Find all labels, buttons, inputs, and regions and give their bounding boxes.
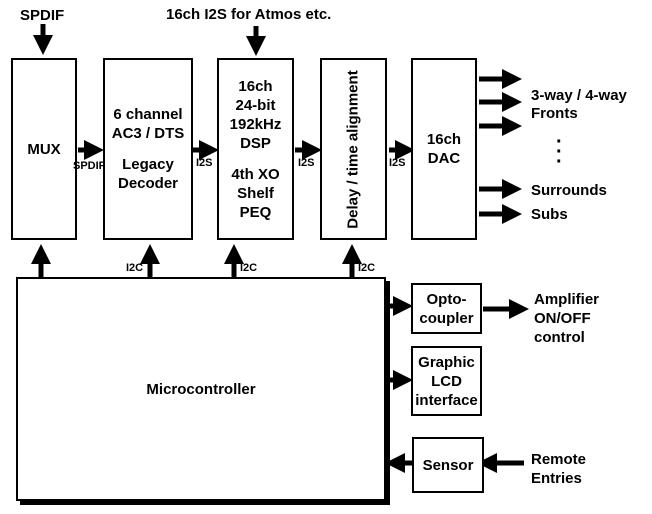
dac-line-2: DAC <box>427 150 461 167</box>
decoder-line-1: 6 channel <box>113 106 183 123</box>
legacy-decoder-block: 6 channel AC3 / DTS Legacy Decoder <box>103 58 193 240</box>
sensor-label: Sensor <box>422 456 474 474</box>
delay-alignment-block: Delay / time alignment <box>320 58 387 240</box>
dsp-block: 16ch 24-bit 192kHz DSP 4th XO Shelf PEQ <box>217 58 294 240</box>
i2s-atmos-input-label: 16ch I2S for Atmos etc. <box>166 6 332 23</box>
dsp-line-4: DSP <box>240 134 271 152</box>
spdif-link-label: SPDIF <box>73 160 106 172</box>
opto-line-1: Opto- <box>426 290 467 308</box>
remote-line-2: Entries <box>531 470 582 487</box>
optocoupler-block: Opto- coupler <box>411 283 482 334</box>
i2c-link-label-3: I2C <box>358 262 376 274</box>
delay-label: Delay / time alignment <box>345 69 363 229</box>
i2s-link-label-3: I2S <box>389 157 406 169</box>
remote-line-1: Remote <box>531 451 587 468</box>
dsp-line-7: PEQ <box>239 203 272 221</box>
more-outputs-ellipsis: · · · <box>556 131 563 173</box>
fronts-line-1: 3-way / 4-way <box>531 87 627 104</box>
graphic-lcd-block: Graphic LCD interface <box>411 346 482 416</box>
surrounds-label: Surrounds <box>531 182 607 199</box>
lcd-line-2: LCD <box>431 372 462 390</box>
dsp-line-6: Shelf <box>237 184 274 202</box>
spdif-input-label: SPDIF <box>20 7 65 24</box>
amplifier-line-1: Amplifier <box>534 291 600 308</box>
microcontroller-label: Microcontroller <box>146 380 256 398</box>
dsp-line-1: 16ch <box>238 77 273 95</box>
i2s-link-label-1: I2S <box>196 157 213 169</box>
decoder-line-4: Decoder <box>117 175 179 192</box>
dac-line-1: 16ch <box>426 131 462 148</box>
dsp-line-5: 4th XO <box>231 165 280 183</box>
opto-line-2: coupler <box>419 309 474 327</box>
amplifier-line-2: ON/OFF <box>534 310 591 327</box>
lcd-line-3: interface <box>415 391 478 409</box>
lcd-line-1: Graphic <box>418 353 475 371</box>
i2c-link-label-1: I2C <box>126 262 144 274</box>
dac-block: 16ch DAC <box>411 58 477 240</box>
sensor-block: Sensor <box>412 437 484 493</box>
decoder-line-3: Legacy <box>122 156 174 173</box>
i2s-link-label-2: I2S <box>298 157 315 169</box>
amplifier-line-3: control <box>534 329 585 346</box>
mux-block: MUX <box>11 58 77 240</box>
decoder-line-2: AC3 / DTS <box>111 125 185 142</box>
subs-label: Subs <box>531 206 568 223</box>
microcontroller-block: Microcontroller <box>16 277 386 501</box>
dsp-line-3: 192kHz <box>229 115 282 133</box>
i2c-link-label-2: I2C <box>240 262 258 274</box>
mux-label: MUX <box>27 140 61 158</box>
fronts-line-2: Fronts <box>531 105 578 122</box>
dsp-line-2: 24-bit <box>235 96 276 114</box>
